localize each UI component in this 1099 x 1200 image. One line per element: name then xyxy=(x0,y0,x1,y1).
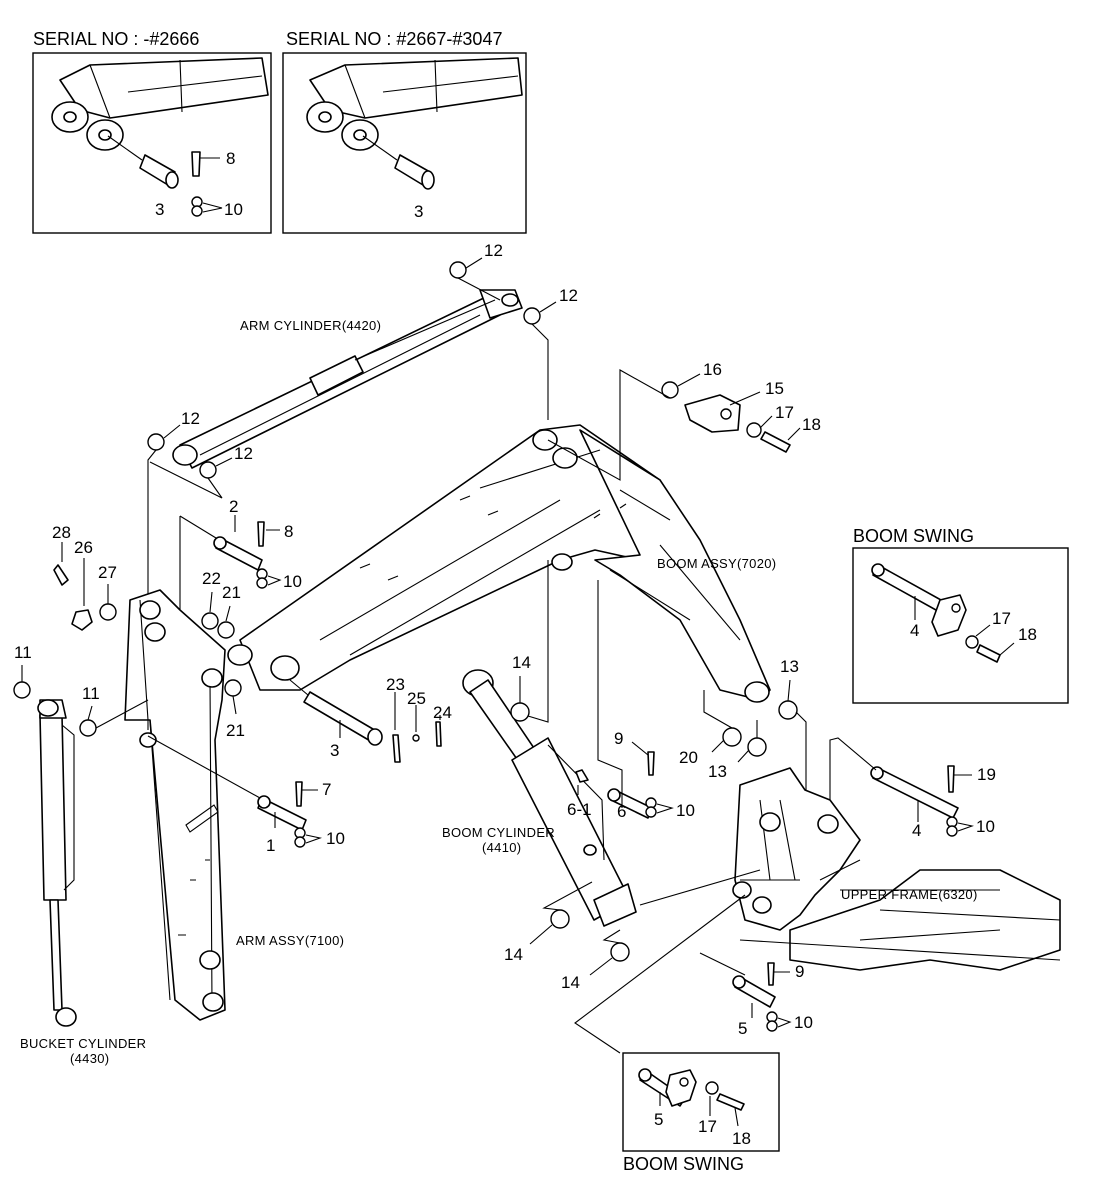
boom-swing-right-header: BOOM SWING xyxy=(853,526,974,546)
arm-assy-caption: ARM ASSY(7100) xyxy=(236,933,344,948)
washer-13-b xyxy=(747,737,767,757)
pin-15-group xyxy=(547,369,801,481)
callout-23: 23 xyxy=(386,675,405,694)
pin-3-main xyxy=(289,679,383,746)
callout-1: 1 xyxy=(266,836,275,855)
callout-13-b: 13 xyxy=(708,762,727,781)
boom-cylinder-caption-2: (4410) xyxy=(482,840,521,855)
callout-7: 7 xyxy=(322,780,331,799)
arm-assy xyxy=(124,589,226,1021)
arm-cylinder-caption: ARM CYLINDER(4420) xyxy=(240,318,381,333)
callout-17-box: 17 xyxy=(992,609,1011,628)
callout-2: 2 xyxy=(229,497,238,516)
washer-13-20 xyxy=(722,727,742,747)
callout-8-mid: 8 xyxy=(284,522,293,541)
boom-swing-bottom-header: BOOM SWING xyxy=(623,1154,744,1174)
upper-frame-caption: UPPER FRAME(6320) xyxy=(841,887,978,902)
callout-17-top: 17 xyxy=(775,403,794,422)
callout-21-b: 21 xyxy=(226,721,245,740)
callout-10-pin5: 10 xyxy=(794,1013,813,1032)
bucket-cylinder-caption-2: (4430) xyxy=(70,1051,109,1066)
boom-cylinder-caption-1: BOOM CYLINDER xyxy=(442,825,555,840)
pin-4-main-group xyxy=(829,737,975,837)
callout-14-low: 14 xyxy=(561,973,580,992)
washer-11-a xyxy=(13,681,31,699)
serial-left-header: SERIAL NO : -#2666 xyxy=(33,29,199,49)
callout-18-box-bottom: 18 xyxy=(732,1129,751,1148)
boom-swing-bottom-inset xyxy=(622,1052,780,1152)
callout-16: 16 xyxy=(703,360,722,379)
pin-28-26-27 xyxy=(53,542,117,631)
callout-15: 15 xyxy=(765,379,784,398)
arm-cylinder xyxy=(172,289,523,469)
boom-assy-caption: BOOM ASSY(7020) xyxy=(657,556,776,571)
washer-22 xyxy=(201,612,219,630)
washer-21-a xyxy=(217,621,235,639)
pin-2-group xyxy=(179,515,282,620)
pin-23-25-24 xyxy=(392,692,442,763)
callout-5-main: 5 xyxy=(738,1019,747,1038)
callout-14-mid: 14 xyxy=(504,945,523,964)
washer-12-b xyxy=(523,307,541,325)
washer-12-d xyxy=(199,461,217,479)
pin-1-group xyxy=(147,735,323,848)
callout-17-box-bottom: 17 xyxy=(698,1117,717,1136)
callout-27: 27 xyxy=(98,563,117,582)
callout-9-low: 9 xyxy=(795,962,804,981)
callout-12-a: 12 xyxy=(484,241,503,260)
pin-5-main-group xyxy=(574,894,792,1054)
callout-11-b: 11 xyxy=(82,684,100,703)
callout-4-box: 4 xyxy=(910,621,919,640)
callout-10-pin6: 10 xyxy=(676,801,695,820)
callout-inset1-3: 3 xyxy=(155,200,164,219)
callout-12-d: 12 xyxy=(234,444,253,463)
callout-11-a: 11 xyxy=(14,643,32,662)
bucket-cylinder xyxy=(37,699,77,1027)
callout-9-mid: 9 xyxy=(614,729,623,748)
callout-26: 26 xyxy=(74,538,93,557)
washer-14-low xyxy=(610,942,630,962)
boom-cylinder xyxy=(462,669,637,927)
callout-12-b: 12 xyxy=(559,286,578,305)
inset-serial-right xyxy=(282,52,527,234)
callout-inset1-8: 8 xyxy=(226,149,235,168)
boom-swing-right-inset xyxy=(852,547,1069,704)
callout-inset1-10: 10 xyxy=(224,200,243,219)
washer-11-b xyxy=(79,719,97,737)
callout-10-pin4: 10 xyxy=(976,817,995,836)
callout-25: 25 xyxy=(407,689,426,708)
washer-14-mid xyxy=(550,909,570,929)
callout-22: 22 xyxy=(202,569,221,588)
callout-13-a: 13 xyxy=(780,657,799,676)
callout-10-mid: 10 xyxy=(283,572,302,591)
pin-6-group xyxy=(575,580,674,819)
bucket-cylinder-caption-1: BUCKET CYLINDER xyxy=(20,1036,146,1051)
callout-18-top: 18 xyxy=(802,415,821,434)
washer-12-a xyxy=(449,261,467,279)
callout-14-top: 14 xyxy=(512,653,531,672)
washer-12-c xyxy=(147,433,165,451)
callout-21-a: 21 xyxy=(222,583,241,602)
serial-right-header: SERIAL NO : #2667-#3047 xyxy=(286,29,502,49)
callout-19: 19 xyxy=(977,765,996,784)
inset-serial-left xyxy=(32,52,272,234)
boom-assy xyxy=(227,424,771,703)
washer-21-b xyxy=(224,679,242,697)
callout-24: 24 xyxy=(433,703,452,722)
callout-20: 20 xyxy=(679,748,698,767)
callout-6-1: 6-1 xyxy=(567,800,592,819)
callout-inset2-3: 3 xyxy=(414,202,423,221)
callout-12-c: 12 xyxy=(181,409,200,428)
callout-18-box: 18 xyxy=(1018,625,1037,644)
callout-3-main: 3 xyxy=(330,741,339,760)
callout-5-box: 5 xyxy=(654,1110,663,1129)
callout-10-pin1: 10 xyxy=(326,829,345,848)
callout-28: 28 xyxy=(52,523,71,542)
washer-13-a xyxy=(778,700,798,720)
callout-6: 6 xyxy=(617,802,626,821)
upper-frame xyxy=(732,767,1061,971)
callout-4-main: 4 xyxy=(912,821,921,840)
washer-14-top xyxy=(510,702,530,722)
